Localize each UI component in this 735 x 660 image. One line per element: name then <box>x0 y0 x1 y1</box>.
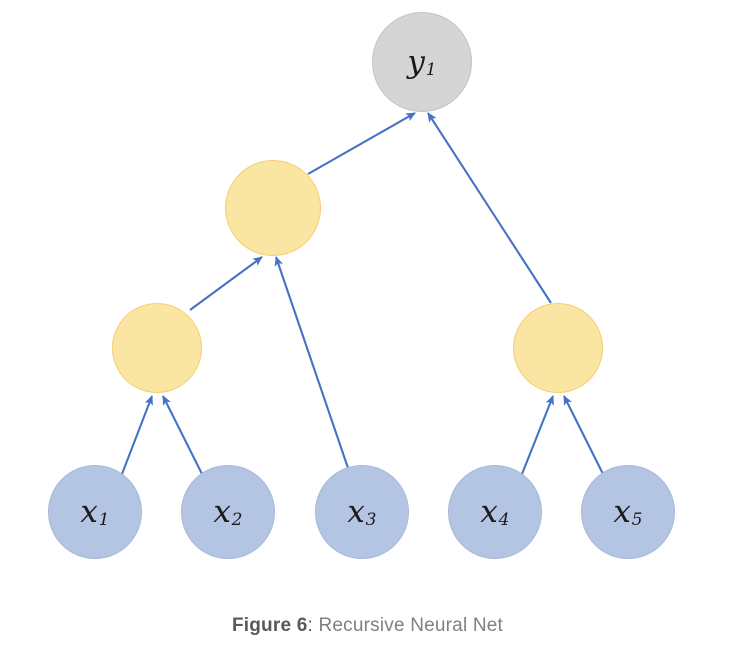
node-x3: x3 <box>315 465 409 559</box>
caption-label: Figure 6 <box>231 615 308 636</box>
node-h2 <box>225 160 321 256</box>
edge-x2-to-h1 <box>162 395 203 475</box>
edge-x1-to-h1 <box>121 395 153 475</box>
node-x4: x4 <box>448 465 542 559</box>
node-y1: y1 <box>372 12 472 112</box>
node-x2: x2 <box>181 465 275 559</box>
edge-x5-to-h3 <box>563 395 604 475</box>
node-x1: x1 <box>48 465 142 559</box>
node-label-x5: x5 <box>613 493 643 531</box>
node-label-x2: x2 <box>213 493 243 531</box>
node-x5: x5 <box>581 465 675 559</box>
node-label-x4: x4 <box>480 493 510 531</box>
edge-h2-to-y1 <box>307 112 416 175</box>
node-h3 <box>513 303 603 393</box>
node-label-y1: y1 <box>407 43 437 81</box>
edges-group <box>121 112 604 475</box>
edge-h1-to-h2 <box>189 256 263 311</box>
node-label-x1: x1 <box>80 493 110 531</box>
caption-text: Recursive Neural Net <box>318 615 504 636</box>
figure-caption: Figure 6: Recursive Neural Net <box>0 615 735 637</box>
node-h1 <box>112 303 202 393</box>
node-label-x3: x3 <box>347 493 377 531</box>
edge-h3-to-y1 <box>427 112 552 304</box>
edge-x3-to-h2 <box>274 256 349 469</box>
edge-x4-to-h3 <box>521 395 554 475</box>
caption-separator: : <box>307 615 313 636</box>
